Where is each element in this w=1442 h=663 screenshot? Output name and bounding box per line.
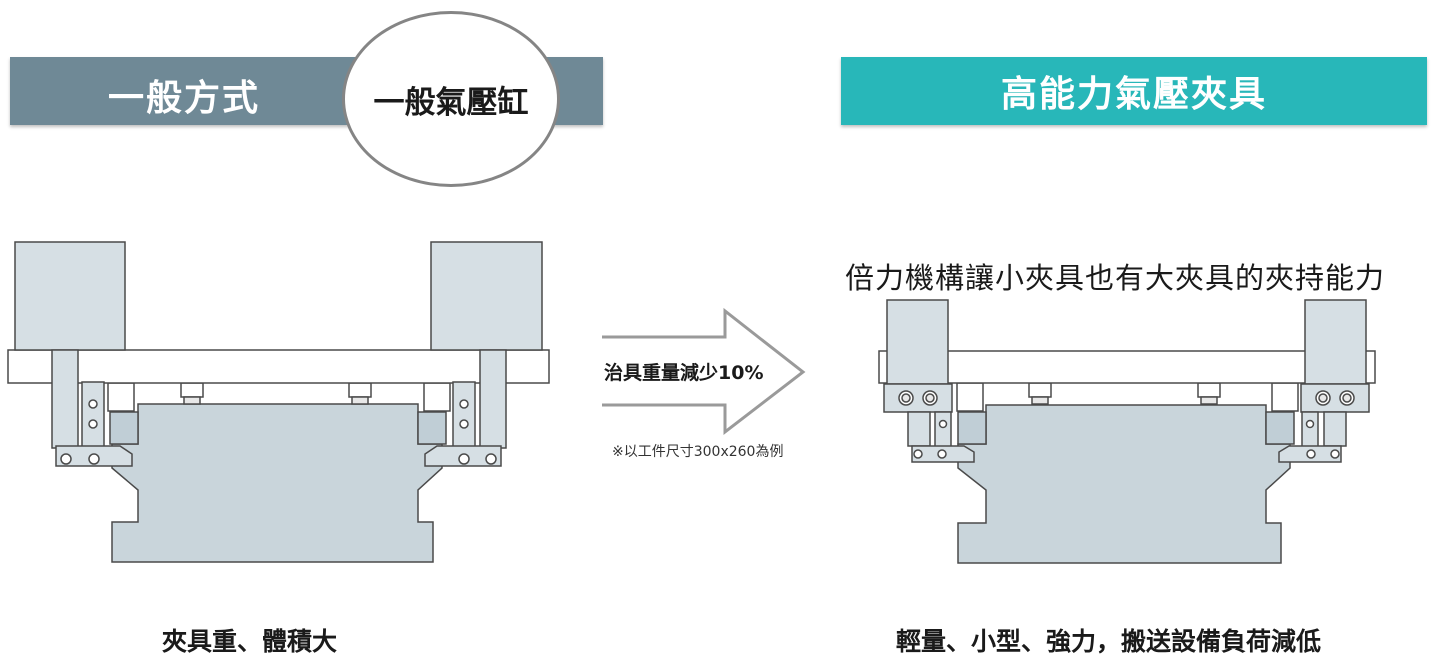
right-banner: 高能力氣壓夾具 xyxy=(841,57,1427,125)
right-fixture-diagram xyxy=(878,299,1376,564)
right-workpiece xyxy=(957,404,1291,564)
right-top-plate xyxy=(878,350,1376,384)
left-pin-2 xyxy=(180,382,204,398)
right-headline: 倍力機構讓小夾具也有大夾具的夾持能力 xyxy=(845,261,1386,295)
right-pin-6 xyxy=(1271,382,1299,412)
left-caption: 夾具重、體積大 xyxy=(162,627,338,656)
right-rod-1 xyxy=(907,411,931,447)
left-shim-2 xyxy=(417,411,447,445)
right-pin-1 xyxy=(956,382,984,412)
reduction-arrow xyxy=(602,307,806,436)
left-shim-1 xyxy=(109,411,139,445)
right-pin-2 xyxy=(1028,382,1052,398)
right-shim-1 xyxy=(957,411,987,445)
left-fixture-diagram xyxy=(7,241,550,563)
right-clamp-block-1 xyxy=(883,383,953,413)
left-rod-2 xyxy=(479,349,507,449)
workpiece-size-note: ※以工件尺寸300x260為例 xyxy=(612,444,784,460)
left-pin-6 xyxy=(423,382,451,412)
left-top-plate xyxy=(7,349,550,384)
left-cylinder-2 xyxy=(430,241,543,351)
right-pin-3 xyxy=(1031,396,1049,405)
right-arm-2 xyxy=(1301,411,1319,449)
right-clamp-body-1 xyxy=(886,299,949,385)
right-pin-4 xyxy=(1197,382,1221,398)
left-pin-1 xyxy=(107,382,135,412)
left-pin-3 xyxy=(183,396,201,405)
circle-label: 一般氣壓缸 xyxy=(373,84,529,121)
left-cylinder-1 xyxy=(14,241,126,351)
left-pin-5 xyxy=(351,396,369,405)
right-banner-title: 高能力氣壓夾具 xyxy=(1000,74,1267,115)
right-shim-2 xyxy=(1265,411,1295,445)
left-banner-title: 一般方式 xyxy=(108,78,261,119)
weight-reduction-label: 治具重量減少10% xyxy=(604,362,764,384)
left-arm-1 xyxy=(81,381,105,451)
left-rod-1 xyxy=(51,349,79,449)
right-rod-2 xyxy=(1323,411,1347,447)
left-workpiece xyxy=(111,403,443,563)
right-pin-5 xyxy=(1200,396,1218,405)
general-cylinder-callout: 一般氣壓缸 xyxy=(342,11,560,187)
left-pin-4 xyxy=(348,382,372,398)
right-arm-1 xyxy=(934,411,952,449)
left-arm-2 xyxy=(452,381,476,451)
right-clamp-body-2 xyxy=(1304,299,1367,385)
right-clamp-block-2 xyxy=(1300,383,1370,413)
right-caption: 輕量、小型、強力，搬送設備負荷減低 xyxy=(896,627,1322,656)
